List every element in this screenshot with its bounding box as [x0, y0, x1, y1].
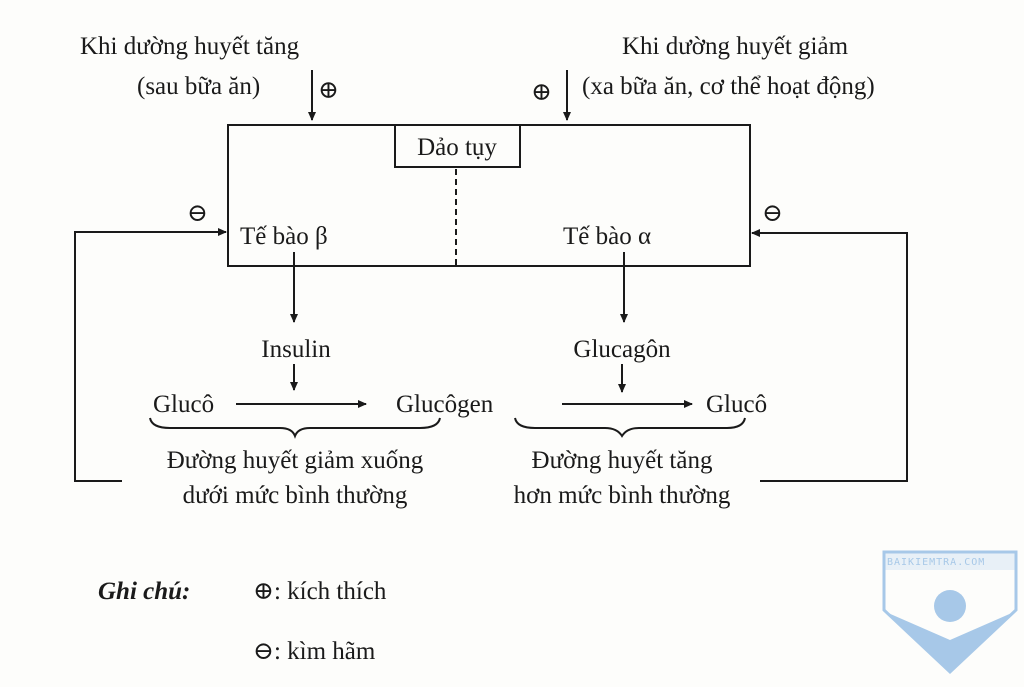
- right-feedback-inhibit-sign: ⊖: [762, 200, 783, 227]
- legend-inhibit: ⊖: kìm hãm: [253, 638, 376, 665]
- legend-stimulate: ⊕: kích thích: [253, 578, 387, 605]
- watermark-logo: BAIKIEMTRA.COM: [882, 550, 1018, 675]
- glycogen-label: Glucôgen: [396, 391, 494, 418]
- left-result-line1: Đường huyết giảm xuống: [167, 447, 424, 474]
- svg-text:BAIKIEMTRA.COM: BAIKIEMTRA.COM: [887, 557, 985, 568]
- glucose-right-label: Glucô: [706, 391, 767, 418]
- right-result-line2: hơn mức bình thường: [514, 482, 731, 509]
- right-result-line1: Đường huyết tăng: [532, 447, 713, 474]
- glucose-left-label: Glucô: [153, 391, 214, 418]
- organ-label: Dảo tụy: [417, 134, 497, 161]
- insulin-label: Insulin: [261, 336, 331, 363]
- top-left-label-line1: Khi dường huyết tăng: [80, 33, 300, 60]
- top-left-stimulate-sign: ⊕: [318, 77, 339, 104]
- left-feedback-arrow: [74, 228, 227, 482]
- legend-title: Ghi chú:: [98, 578, 190, 605]
- top-right-label-line1: Khi dường huyết giảm: [622, 33, 849, 60]
- left-brace: [149, 417, 441, 439]
- right-brace: [514, 417, 746, 438]
- top-right-label-line2: (xa bữa ăn, cơ thể hoạt động): [582, 73, 875, 100]
- glucagon-label: Glucagôn: [573, 336, 671, 363]
- left-result-line2: dưới mức bình thường: [183, 482, 408, 509]
- top-left-label-line2: (sau bữa ăn): [137, 73, 260, 100]
- left-feedback-inhibit-sign: ⊖: [187, 200, 208, 227]
- right-feedback-arrow: [751, 229, 908, 482]
- top-right-stimulate-sign: ⊕: [531, 79, 552, 106]
- organ-label-box: [394, 124, 521, 168]
- alpha-cell-label: Tế bào α: [563, 223, 651, 250]
- beta-cell-label: Tế bào β: [240, 223, 328, 250]
